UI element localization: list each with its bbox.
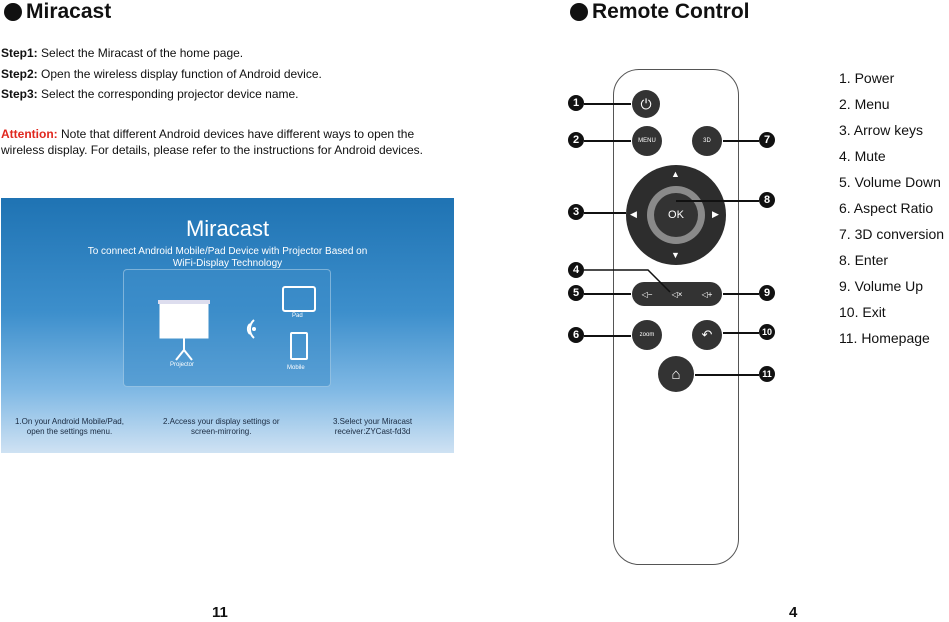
screenshot-subtitle: To connect Android Mobile/Pad Device wit… <box>87 246 368 269</box>
zoom-button[interactable]: zoom <box>632 320 662 350</box>
legend-item: 4. Mute <box>839 148 886 164</box>
screenshot-title: Miracast <box>185 216 270 241</box>
callout-5: 5 <box>568 285 584 301</box>
instruction-1: 1.On your Android Mobile/Pad,open the se… <box>15 417 124 436</box>
volume-up-button[interactable]: ◁+ <box>701 289 713 299</box>
device-diagram: Projector Pad Mobile <box>123 269 331 387</box>
3d-button[interactable]: 3D <box>692 126 722 156</box>
callout-line-9 <box>723 293 759 295</box>
legend-item: 10. Exit <box>839 304 886 320</box>
projector-label: Projector <box>170 362 195 368</box>
callout-line-10 <box>723 332 759 334</box>
mobile-label: Mobile <box>287 365 305 371</box>
mute-button[interactable]: ◁× <box>671 289 683 299</box>
legend-item: 6. Aspect Ratio <box>839 200 934 216</box>
page-number-left: 11 <box>212 604 228 621</box>
callout-line-4 <box>584 269 671 293</box>
callout-line-5 <box>584 293 631 295</box>
arrow-up-icon[interactable]: ▲ <box>671 169 680 179</box>
callout-3: 3 <box>568 204 584 220</box>
callout-line-7 <box>723 140 759 142</box>
arrow-left-icon[interactable]: ◀ <box>630 209 637 219</box>
legend-item: 8. Enter <box>839 252 889 268</box>
step-3: Step3: Select the corresponding projecto… <box>1 87 299 101</box>
dpad: ▲ ▼ ◀ ▶ OK <box>626 165 726 265</box>
callout-line-3 <box>584 212 626 214</box>
bullet-icon <box>4 3 22 21</box>
callout-1: 1 <box>568 95 584 111</box>
legend-item: 3. Arrow keys <box>839 122 924 138</box>
callout-line-2 <box>584 140 631 142</box>
back-button[interactable]: ↶ <box>692 320 722 350</box>
attention-note: Attention: Note that different Android d… <box>1 127 423 157</box>
callout-line-1 <box>584 103 631 105</box>
wifi-signal-icon <box>246 319 256 339</box>
callout-line-8 <box>676 200 759 202</box>
mobile-icon <box>290 332 308 360</box>
callout-2: 2 <box>568 132 584 148</box>
callout-7: 7 <box>759 132 775 148</box>
callout-line-6 <box>584 335 631 337</box>
volume-rocker: ◁− ◁× ◁+ <box>632 282 722 306</box>
bullet-icon <box>570 3 588 21</box>
step-1: Step1: Select the Miracast of the home p… <box>1 46 244 60</box>
legend-item: 9. Volume Up <box>839 278 924 294</box>
projector-screen-icon <box>158 300 210 361</box>
button-legend: 1. Power 2. Menu 3. Arrow keys 4. Mute 5… <box>839 65 944 351</box>
legend-item: 2. Menu <box>839 96 890 112</box>
legend-item: 11. Homepage <box>839 330 930 346</box>
callout-4: 4 <box>568 262 584 278</box>
power-button[interactable]: ⏻ <box>632 90 660 118</box>
legend-item: 7. 3D conversion <box>839 226 945 242</box>
menu-button[interactable]: MENU <box>632 126 662 156</box>
callout-8: 8 <box>759 192 775 208</box>
miracast-screenshot: Miracast To connect Android Mobile/Pad D… <box>1 198 454 453</box>
arrow-right-icon[interactable]: ▶ <box>712 209 719 219</box>
legend-item: 1. Power <box>839 70 895 86</box>
remote-control-heading: Remote Control <box>570 0 750 24</box>
callout-10: 10 <box>759 324 775 340</box>
legend-item: 5. Volume Down <box>839 174 941 190</box>
home-button[interactable]: ⌂ <box>658 356 694 392</box>
step-2: Step2: Open the wireless display functio… <box>1 67 322 81</box>
remote-body: ⏻ MENU 3D ▲ ▼ ◀ ▶ OK ◁− ◁× ◁+ zoom ↶ ⌂ <box>613 69 739 565</box>
callout-9: 9 <box>759 285 775 301</box>
volume-down-button[interactable]: ◁− <box>641 289 653 299</box>
callout-6: 6 <box>568 327 584 343</box>
pad-icon <box>282 286 316 312</box>
page-number-right: 4 <box>789 604 798 621</box>
arrow-down-icon[interactable]: ▼ <box>671 250 680 260</box>
miracast-heading: Miracast <box>4 0 111 24</box>
pad-label: Pad <box>292 313 303 319</box>
ok-ring: OK <box>647 186 705 244</box>
callout-11: 11 <box>759 366 775 382</box>
callout-line-11 <box>695 374 759 376</box>
